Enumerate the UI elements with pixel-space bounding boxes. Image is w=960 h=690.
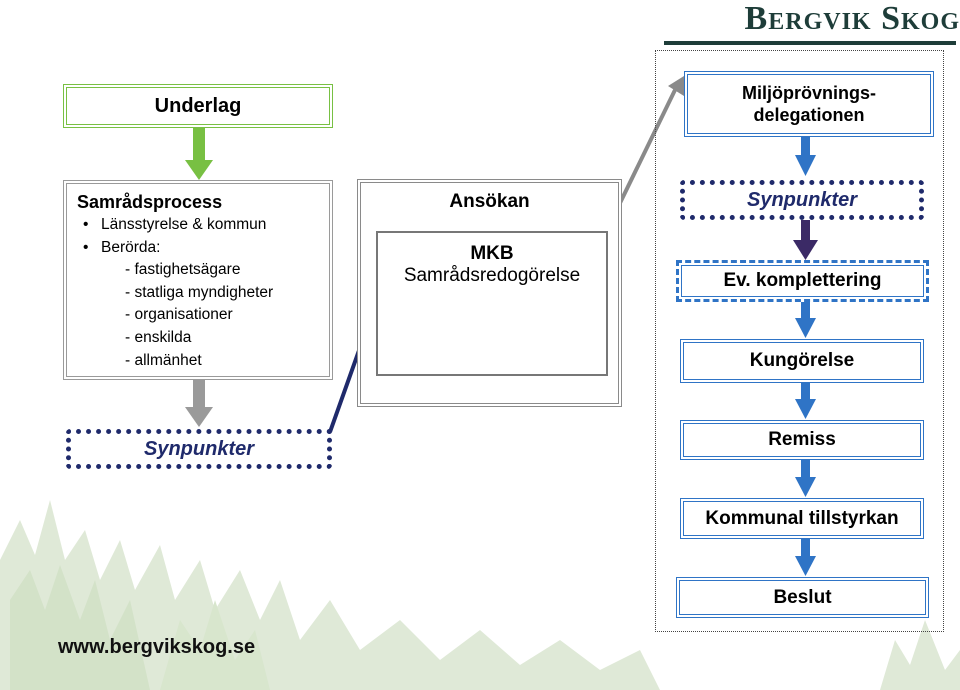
arrow-kommunal-to-beslut	[795, 539, 816, 576]
kommunal-tillstyrkan-label: Kommunal tillstyrkan	[705, 507, 899, 529]
mkb-box: MKB Samrådsredogörelse	[376, 231, 608, 376]
arrow-kungorelse-to-remiss	[795, 383, 816, 419]
samrad-bullet: Berörda:	[77, 237, 319, 260]
synpunkter-right-box: Synpunkter	[680, 180, 924, 220]
samrad-subitem: - statliga myndigheter	[125, 283, 274, 301]
beslut-label: Beslut	[773, 586, 832, 608]
synpunkter-right-label: Synpunkter	[746, 188, 858, 211]
arrow-miljo-to-synpunkter	[795, 137, 816, 176]
samrad-bullet: Länsstyrelse & kommun	[77, 214, 319, 237]
arrow-ansokan-to-miljo	[618, 76, 684, 204]
samrad-subitem: - allmänhet	[125, 351, 202, 369]
samrad-subitem: - enskilda	[125, 328, 192, 346]
beslut-box: Beslut	[676, 577, 929, 618]
underlag-box: Underlag	[63, 84, 333, 128]
samradsprocess-title: Samrådsprocess	[77, 192, 223, 212]
remiss-label: Remiss	[768, 429, 836, 450]
remiss-box: Remiss	[680, 420, 924, 460]
arrow-remiss-to-kommunal	[795, 460, 816, 497]
website-link[interactable]: www.bergvikskog.se	[58, 636, 256, 658]
arrow-synpunkter-to-ev	[793, 220, 818, 260]
kungorelse-label: Kungörelse	[749, 350, 855, 371]
samradsprocess-box: Samrådsprocess Länsstyrelse & kommun Ber…	[63, 180, 333, 380]
miljo-label-line2: delegationen	[753, 105, 865, 125]
tree-silhouettes-decoration	[0, 500, 960, 690]
brand-underline	[664, 41, 956, 45]
arrow-underlag-to-samrad	[185, 128, 213, 180]
arrow-samrad-to-synpunkter	[185, 380, 213, 427]
authority-process-frame	[655, 50, 944, 632]
kungorelse-box: Kungörelse	[680, 339, 924, 383]
synpunkter-left-box: Synpunkter	[66, 429, 332, 469]
ev-komplettering-label: Ev. komplettering	[681, 265, 924, 297]
brand-logo: Bergvik Skog	[744, 0, 960, 37]
samrad-subitem: - organisationer	[125, 306, 233, 324]
ansokan-title: Ansökan	[449, 191, 530, 212]
arrow-ev-to-kungorelse	[795, 302, 816, 338]
underlag-label: Underlag	[154, 94, 242, 117]
samrad-subitem: - fastighetsägare	[125, 261, 241, 279]
ev-komplettering-box: Ev. komplettering	[676, 260, 929, 302]
kommunal-tillstyrkan-box: Kommunal tillstyrkan	[680, 498, 924, 539]
synpunkter-left-label: Synpunkter	[143, 437, 255, 460]
miljoprovningsdelegationen-box: Miljöprövnings- delegationen	[684, 71, 934, 137]
samradsredogorelse-label: Samrådsredogörelse	[403, 265, 581, 286]
miljo-label-line1: Miljöprövnings-	[742, 83, 876, 103]
mkb-label: MKB	[470, 243, 514, 264]
